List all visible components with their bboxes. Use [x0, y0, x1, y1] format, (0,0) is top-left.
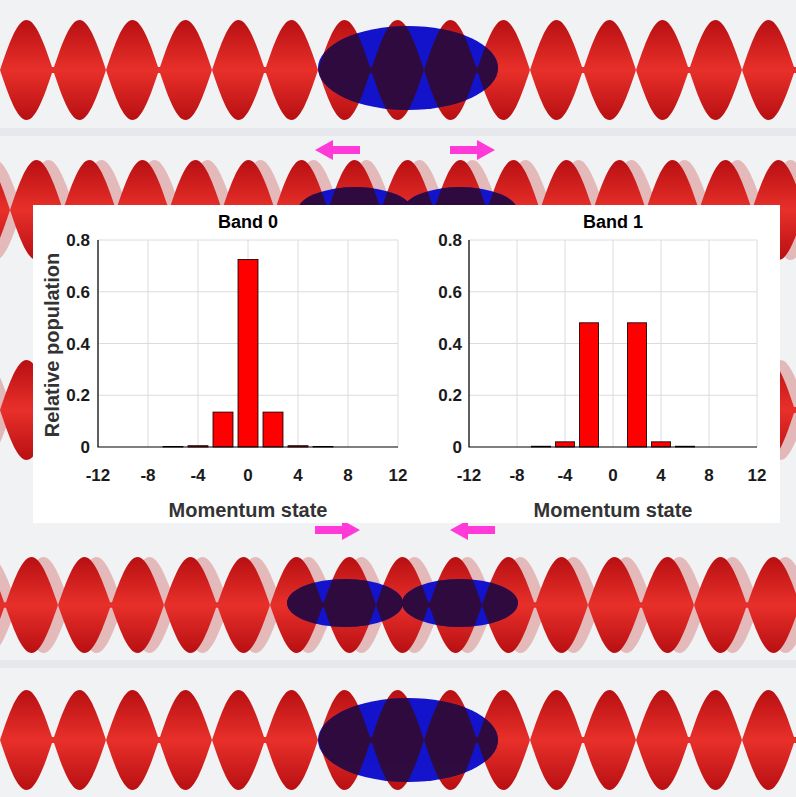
population-bar [627, 323, 646, 447]
lattice-over-cloud [0, 690, 796, 790]
population-bar [238, 259, 258, 447]
optical-lattice [0, 557, 796, 653]
tick-label: 0 [608, 467, 617, 484]
tick-label: -8 [140, 467, 155, 484]
tick-label: 0.2 [66, 387, 90, 404]
tick-label: 8 [343, 467, 352, 484]
grid-line [469, 240, 757, 241]
inset-panel [33, 205, 780, 523]
grid-line [469, 291, 757, 292]
tick-label: 8 [704, 467, 713, 484]
tick-label: 0.2 [438, 387, 462, 404]
population-bar [579, 323, 598, 447]
lattice-over-cloud [0, 20, 796, 120]
optical-lattice [0, 690, 796, 790]
axis-label: Relative population [42, 253, 62, 437]
tick-label: 4 [293, 467, 302, 484]
chart-axes [98, 240, 757, 447]
axis-label: Momentum state [169, 500, 328, 520]
grid-line [469, 395, 757, 396]
population-bar [555, 442, 574, 447]
tick-label: 0 [243, 467, 252, 484]
grid-line [469, 343, 757, 344]
tick-label: -4 [190, 467, 205, 484]
tick-label: 0.8 [66, 232, 90, 249]
tick-label: 12 [389, 467, 408, 484]
grid-line [98, 240, 398, 241]
chart-title: Band 0 [218, 213, 278, 231]
tick-label: 12 [748, 467, 767, 484]
tick-label: 0.6 [66, 283, 90, 300]
tick-label: -4 [557, 467, 572, 484]
population-bar [651, 442, 670, 447]
population-bar [213, 412, 233, 447]
lattice-over-cloud [0, 557, 796, 653]
tick-label: 0 [453, 439, 462, 456]
optical-lattice [0, 20, 796, 120]
tick-label: 4 [656, 467, 665, 484]
tick-label: 0 [81, 439, 90, 456]
tick-label: 0.4 [438, 335, 462, 352]
tick-label: 0.6 [438, 283, 462, 300]
lattice-ghost [0, 557, 796, 653]
tick-label: -12 [86, 467, 111, 484]
tick-label: 0.8 [438, 232, 462, 249]
tick-label: 0.4 [66, 335, 90, 352]
axis-label: Momentum state [534, 500, 693, 520]
chart-title: Band 1 [583, 213, 643, 231]
tick-label: -12 [457, 467, 482, 484]
population-bar [263, 412, 283, 447]
tick-label: -8 [509, 467, 524, 484]
